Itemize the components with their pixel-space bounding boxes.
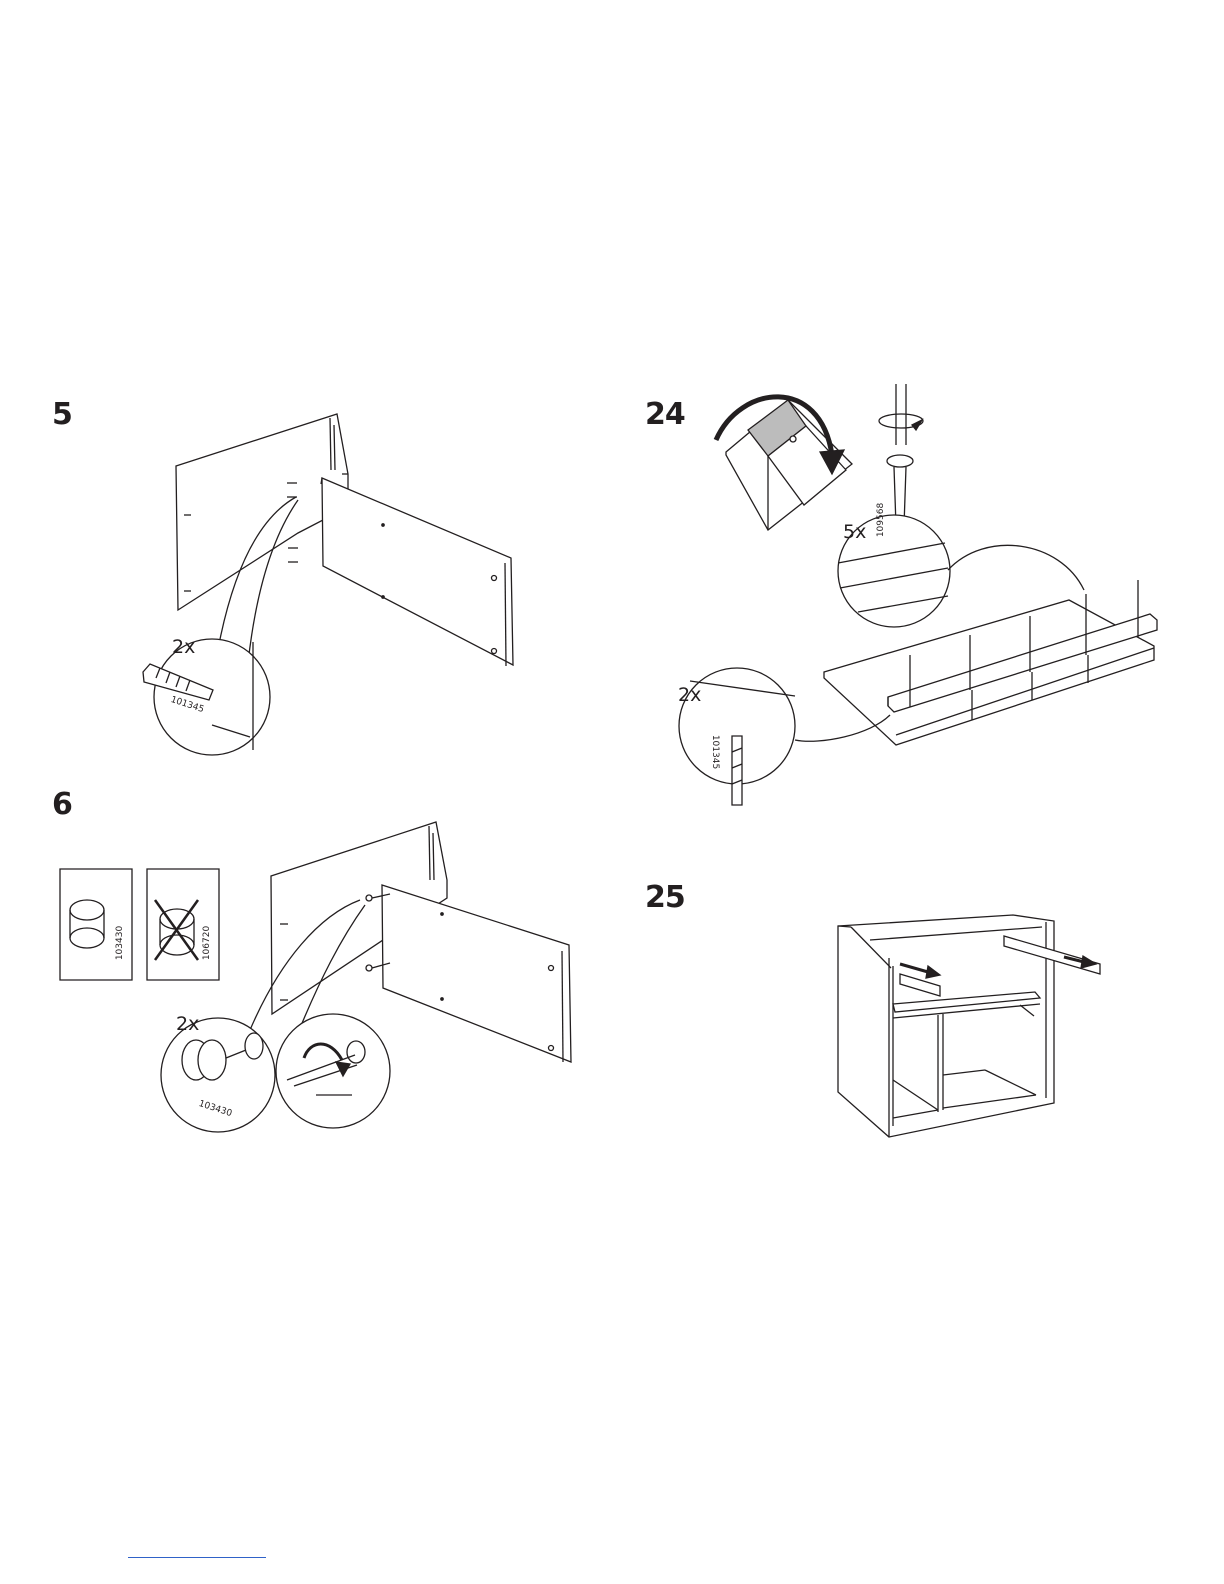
footer-link-line xyxy=(128,1557,266,1558)
